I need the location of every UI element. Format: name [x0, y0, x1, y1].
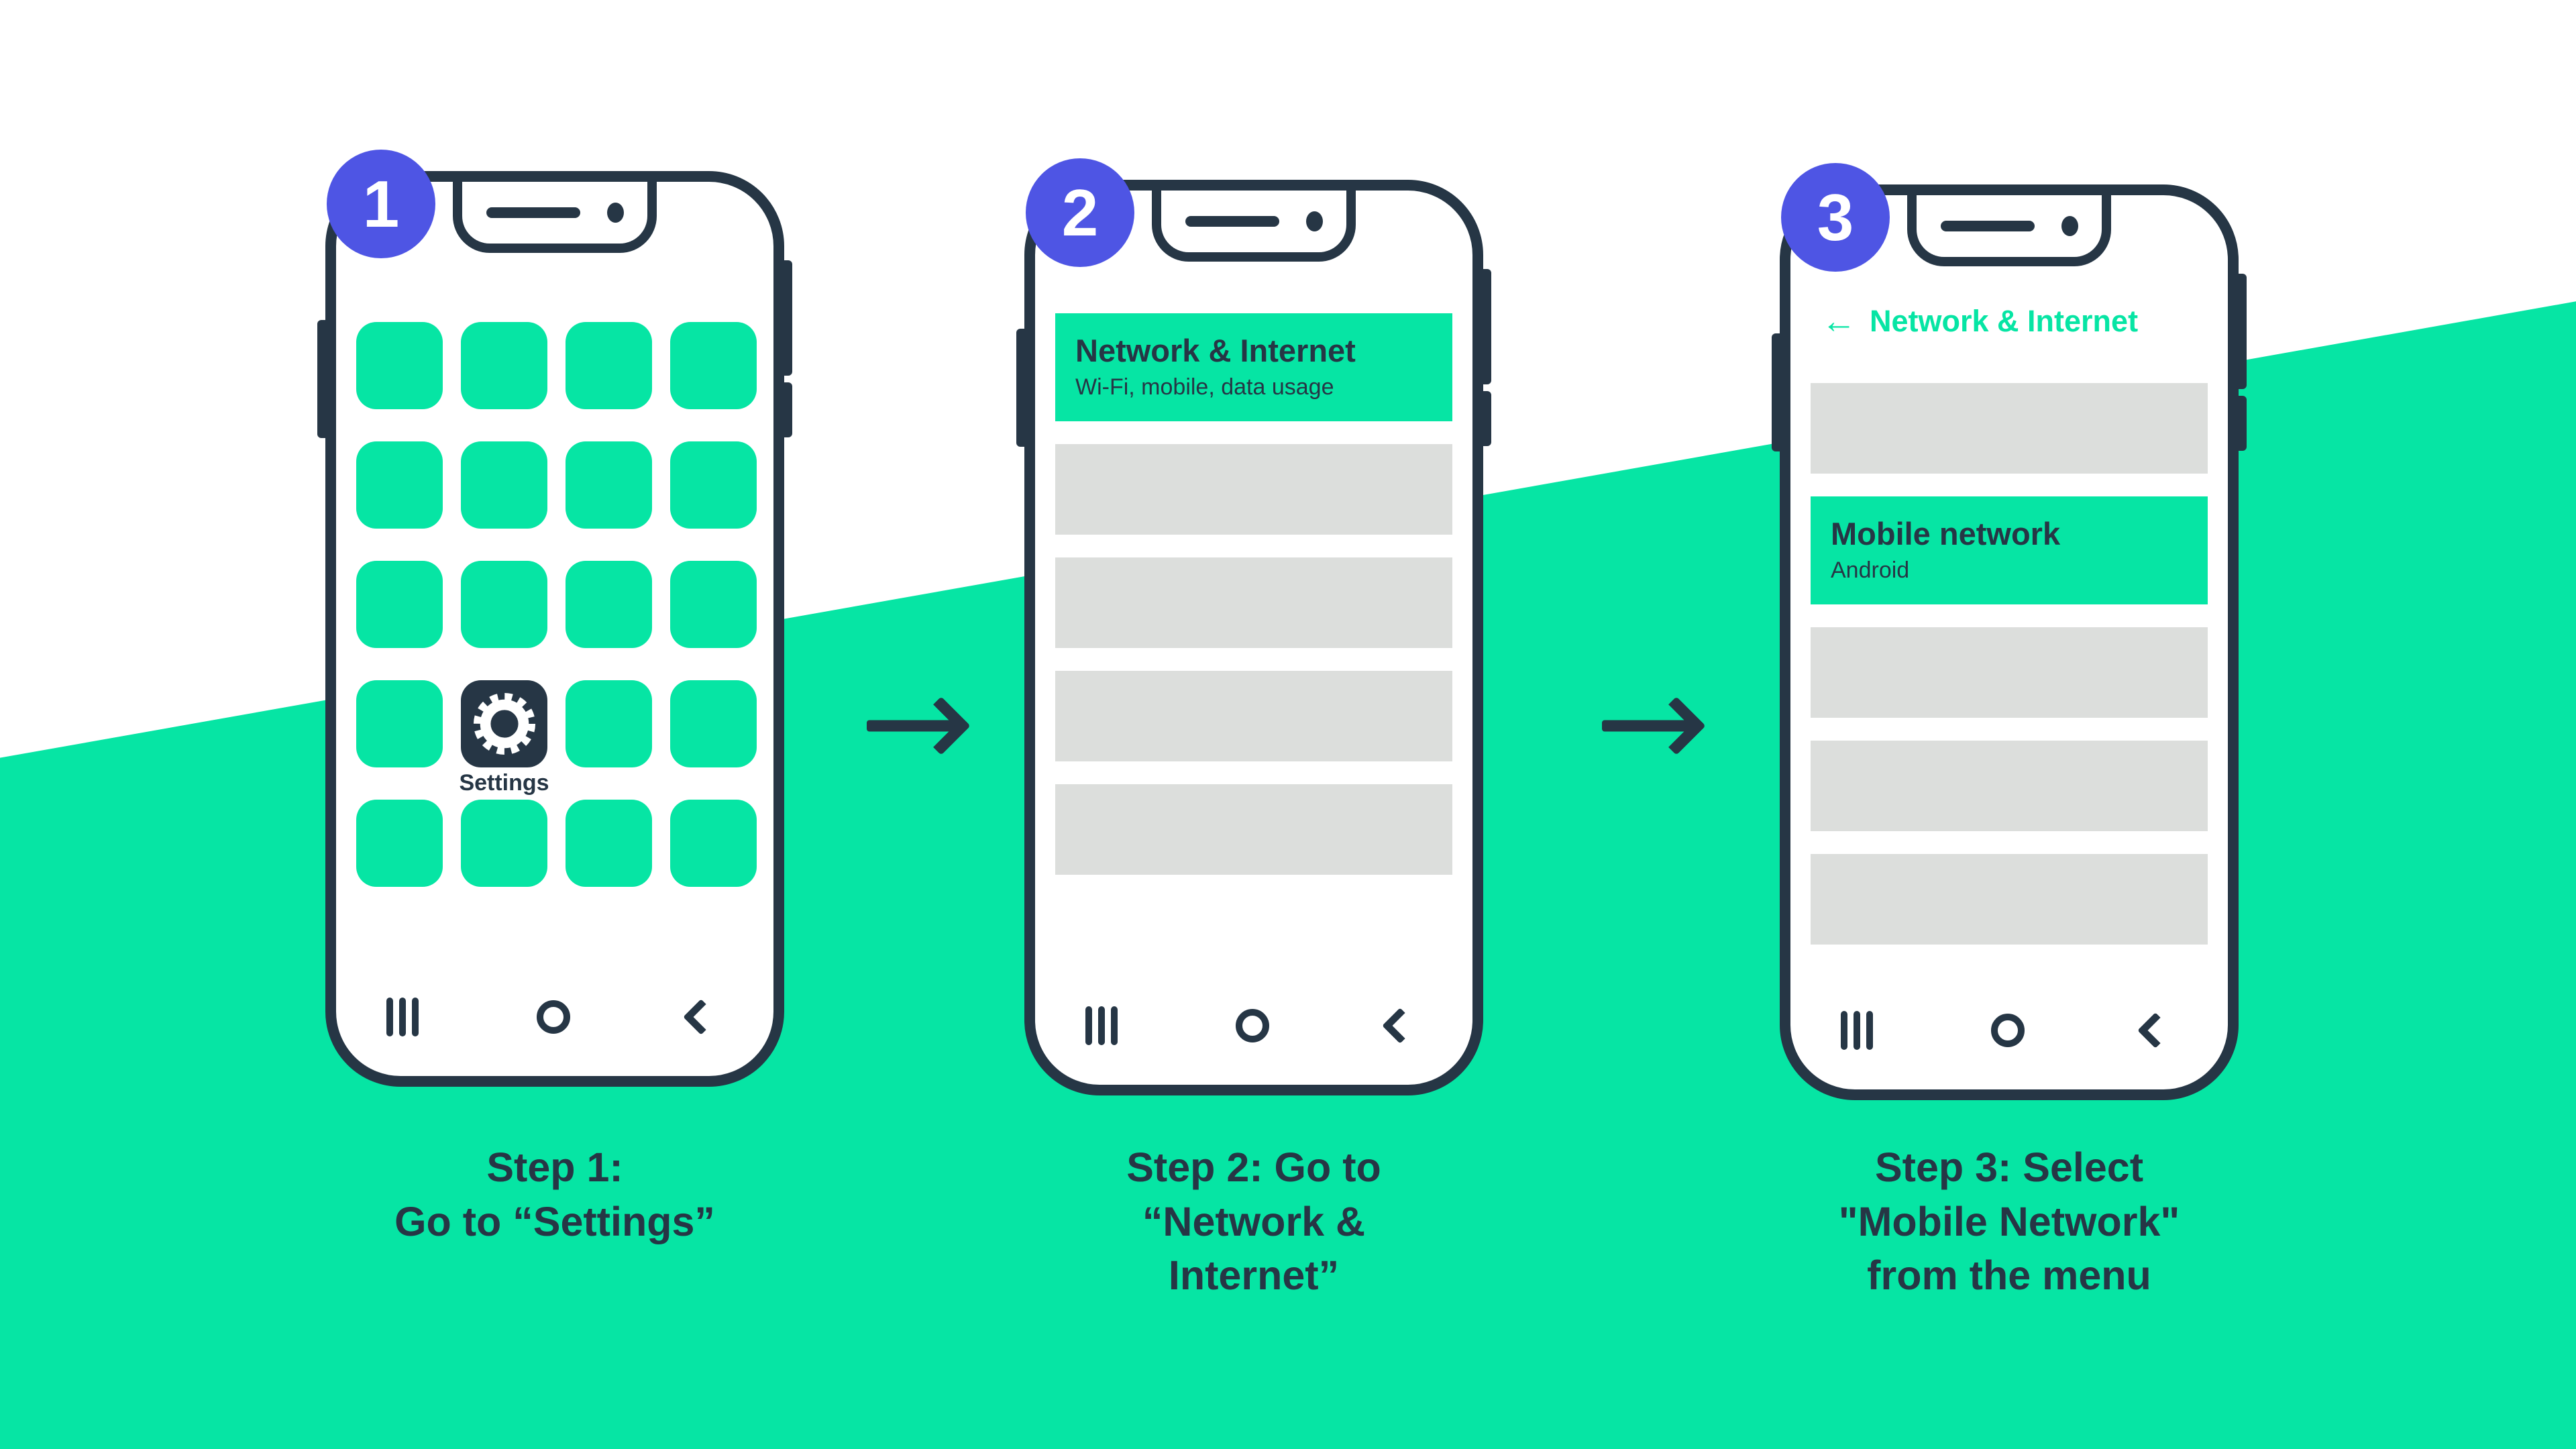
placeholder-menu-row[interactable]: [1811, 627, 2208, 718]
placeholder-menu-row[interactable]: [1055, 444, 1452, 535]
phone-notch: [1152, 191, 1356, 262]
app-tile[interactable]: [356, 561, 443, 648]
app-tile[interactable]: [670, 680, 757, 767]
network-menu-list: Mobile network Android: [1811, 383, 2208, 945]
phone-screen: Settings: [325, 171, 784, 1087]
app-tile[interactable]: [461, 800, 547, 887]
app-tile[interactable]: [670, 800, 757, 887]
app-tile[interactable]: [566, 800, 652, 887]
step-1-badge: 1: [327, 150, 435, 258]
phone-screen: ← Network & Internet Mobile network Andr…: [1780, 184, 2239, 1100]
gear-icon: [473, 692, 535, 755]
back-button-icon[interactable]: [2137, 1012, 2174, 1049]
app-tile[interactable]: [356, 441, 443, 529]
recents-button-icon[interactable]: [1841, 1011, 1873, 1050]
back-button-icon[interactable]: [683, 999, 719, 1035]
home-button-icon[interactable]: [537, 1000, 570, 1034]
menu-item-subtitle: Android: [1831, 557, 1910, 583]
placeholder-menu-row[interactable]: [1055, 557, 1452, 649]
menu-item-mobile-network[interactable]: Mobile network Android: [1811, 496, 2208, 605]
network-internet-back-header[interactable]: ← Network & Internet: [1821, 304, 2138, 339]
settings-menu-list: Network & Internet Wi-Fi, mobile, data u…: [1055, 313, 1452, 875]
menu-item-network-internet[interactable]: Network & Internet Wi-Fi, mobile, data u…: [1055, 313, 1452, 422]
app-tile[interactable]: [670, 322, 757, 409]
placeholder-menu-row[interactable]: [1055, 784, 1452, 875]
step-3-badge: 3: [1781, 163, 1890, 272]
app-tile[interactable]: [566, 322, 652, 409]
app-tile[interactable]: [356, 322, 443, 409]
back-arrow-icon[interactable]: ←: [1821, 302, 1856, 341]
step-2-badge: 2: [1026, 158, 1134, 267]
speaker-grill: [486, 207, 580, 218]
app-tile[interactable]: [670, 441, 757, 529]
speaker-grill: [1940, 221, 2035, 231]
step-1-caption: Step 1: Go to “Settings”: [394, 1144, 715, 1244]
camera-dot-icon: [2061, 216, 2078, 236]
menu-item-title: Network & Internet: [1075, 333, 1356, 368]
back-header-label: Network & Internet: [1870, 304, 2139, 338]
arrow-step2-to-step3-icon: [1602, 686, 1706, 766]
android-navbar: [1085, 1002, 1422, 1050]
app-tile[interactable]: [566, 561, 652, 648]
app-tile[interactable]: [566, 680, 652, 767]
placeholder-menu-row[interactable]: [1055, 671, 1452, 762]
settings-app-label: Settings: [459, 770, 549, 796]
app-tile[interactable]: [566, 441, 652, 529]
app-tile[interactable]: [461, 322, 547, 409]
step-3-caption: Step 3: Select "Mobile Network" from the…: [1838, 1144, 2180, 1299]
home-button-icon[interactable]: [1991, 1014, 2025, 1047]
app-tile[interactable]: [670, 561, 757, 648]
speaker-grill: [1185, 216, 1279, 227]
menu-item-title: Mobile network: [1831, 516, 2061, 551]
arrow-step1-to-step2-icon: [867, 686, 971, 766]
placeholder-menu-row[interactable]: [1811, 383, 2208, 474]
menu-item-subtitle: Wi-Fi, mobile, data usage: [1075, 374, 1334, 400]
android-navbar: [1841, 1006, 2178, 1055]
android-navbar: [386, 993, 723, 1041]
camera-dot-icon: [606, 203, 624, 223]
phone-notch: [1907, 195, 2111, 266]
recents-button-icon[interactable]: [386, 998, 419, 1036]
app-tile[interactable]: [356, 800, 443, 887]
app-tile[interactable]: [356, 680, 443, 767]
phone-notch: [453, 182, 657, 253]
placeholder-menu-row[interactable]: [1811, 854, 2208, 945]
app-tile[interactable]: [461, 441, 547, 529]
settings-app-tile[interactable]: Settings: [459, 680, 549, 796]
recents-button-icon[interactable]: [1085, 1006, 1118, 1045]
home-button-icon[interactable]: [1236, 1009, 1269, 1042]
step-2-caption: Step 2: Go to “Network & Internet”: [1126, 1144, 1381, 1299]
step-1-phone: Settings 1: [317, 150, 792, 1087]
camera-dot-icon: [1305, 211, 1323, 231]
back-button-icon[interactable]: [1382, 1008, 1418, 1044]
step-2-phone: Network & Internet Wi-Fi, mobile, data u…: [1016, 158, 1491, 1095]
step-3-phone: ← Network & Internet Mobile network Andr…: [1772, 163, 2247, 1100]
phone-screen: Network & Internet Wi-Fi, mobile, data u…: [1024, 180, 1483, 1095]
placeholder-menu-row[interactable]: [1811, 741, 2208, 832]
home-app-grid: Settings: [356, 322, 757, 887]
app-tile[interactable]: [461, 561, 547, 648]
